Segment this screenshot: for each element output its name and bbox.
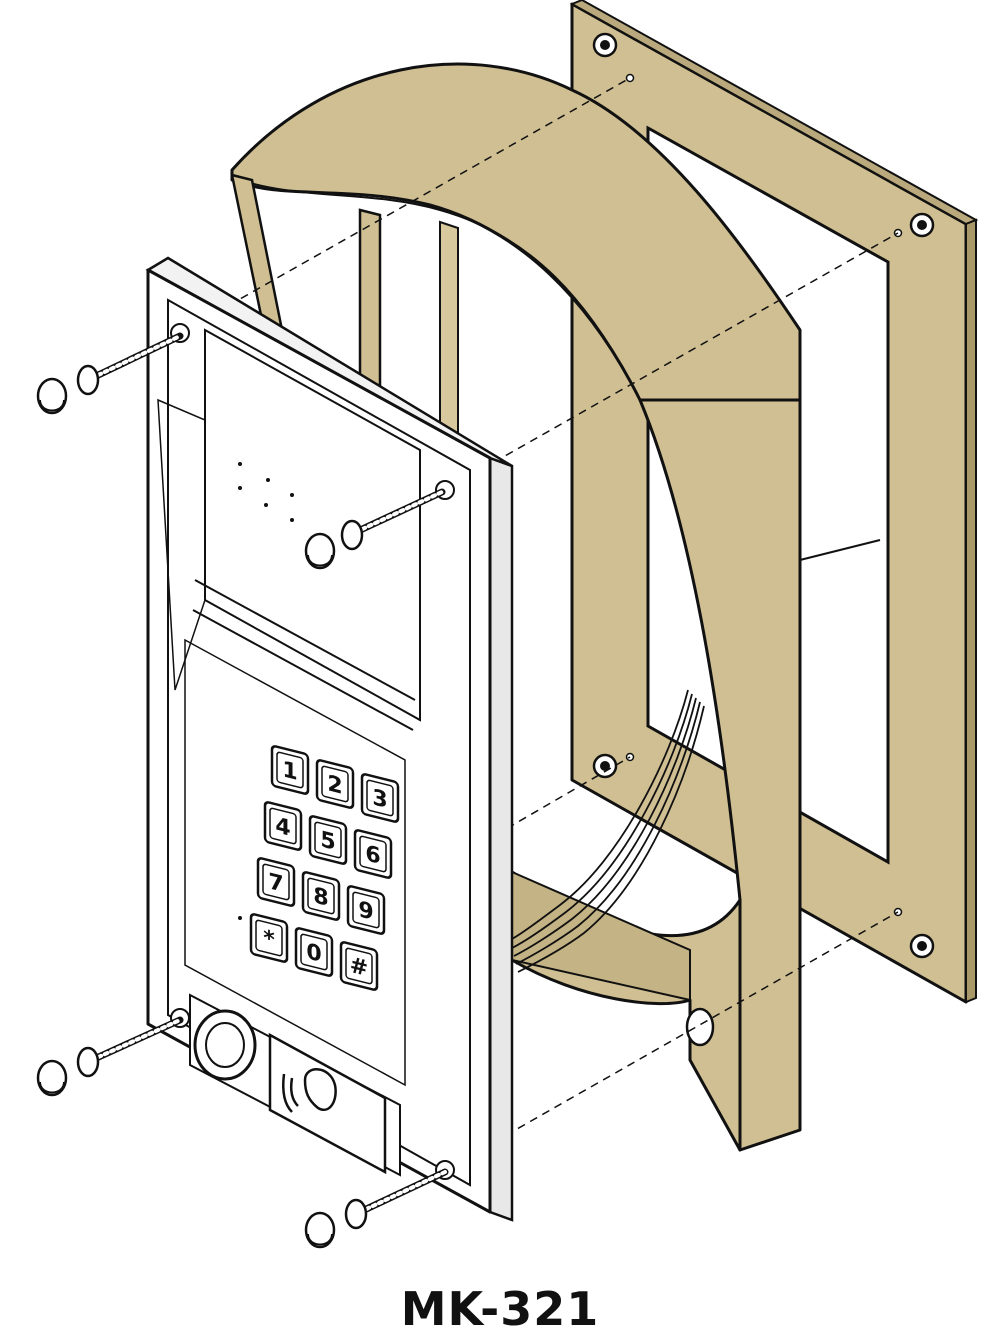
screw-cap-icon <box>36 1059 68 1097</box>
keypad-key-label: 1 <box>282 756 297 785</box>
screw-cap-icon <box>304 532 336 570</box>
keypad-key-label: 4 <box>275 812 290 841</box>
keypad-key-label: 5 <box>320 826 335 855</box>
frame-screw-icon <box>909 212 935 238</box>
frame-screw-icon <box>909 933 935 959</box>
model-label: MK-321 <box>400 1282 600 1336</box>
frame-screw-icon <box>592 753 618 779</box>
screw-cap-icon <box>36 377 68 415</box>
keypad-key[interactable]: 9 <box>346 885 386 935</box>
keypad-key[interactable]: 3 <box>360 773 400 823</box>
screw-cap-icon <box>304 1211 336 1249</box>
keypad-key-label: 7 <box>268 868 283 897</box>
keypad-key-label: * <box>263 925 275 954</box>
screw-icon <box>76 1016 184 1078</box>
ribbon-cable <box>509 689 705 973</box>
rfid-reader <box>268 1032 387 1175</box>
keypad-key[interactable]: # <box>339 941 379 991</box>
screw-icon <box>76 332 184 396</box>
keypad-key-label: 2 <box>327 770 342 799</box>
keypad: 1 2 3 4 5 6 7 8 9 * 0 # <box>249 745 400 991</box>
keypad-key-label: # <box>350 952 368 982</box>
screw-icon <box>344 1168 449 1230</box>
keypad-key-label: 0 <box>306 938 321 967</box>
frame-screw-icon <box>592 32 618 58</box>
rfid-key-fob-icon <box>282 1068 337 1113</box>
keypad-key[interactable]: 4 <box>263 801 303 851</box>
keypad-key-label: 6 <box>365 840 380 869</box>
keypad-key[interactable]: 2 <box>315 759 355 809</box>
camera-lens-icon <box>193 1009 257 1081</box>
keypad-key-label: 9 <box>358 896 373 925</box>
keypad-key[interactable]: 1 <box>270 745 310 795</box>
speaker-grille <box>238 462 294 522</box>
keypad-key[interactable]: 0 <box>294 927 334 977</box>
keypad-key[interactable]: 6 <box>353 829 393 879</box>
keypad-key[interactable]: 7 <box>256 857 296 907</box>
keypad-key-label: 8 <box>313 882 328 911</box>
keypad-key[interactable]: 8 <box>301 871 341 921</box>
keypad-key-label: 3 <box>372 784 387 813</box>
keypad-key[interactable]: * <box>249 913 289 963</box>
keypad-key[interactable]: 5 <box>308 815 348 865</box>
screw-icon <box>340 488 446 551</box>
